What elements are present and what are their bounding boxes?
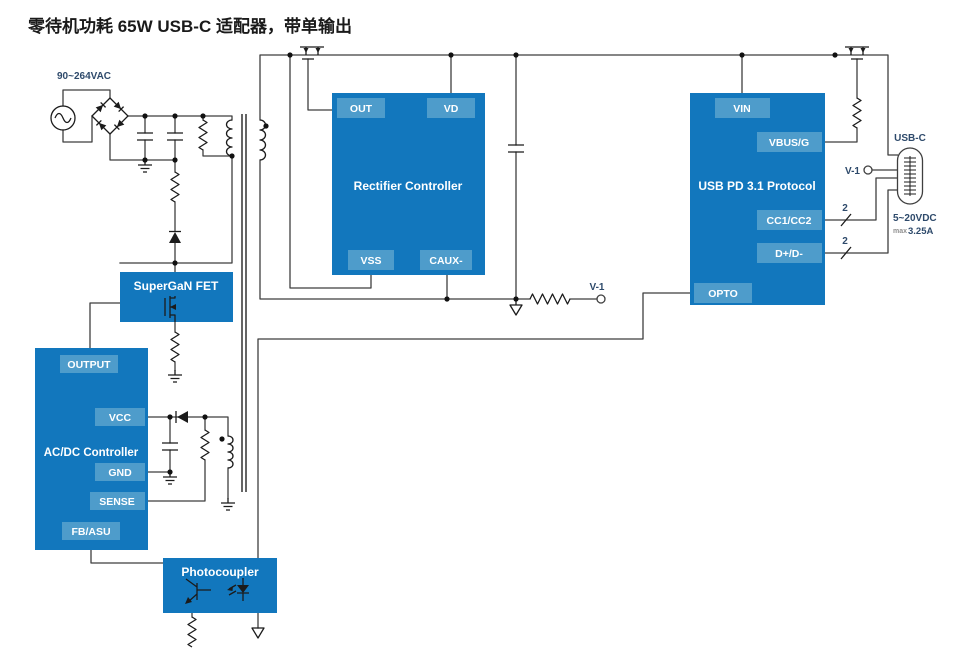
input-filter-cap-icon xyxy=(137,132,153,141)
page-title: 零待机功耗 65W USB-C 适配器，带单输出 xyxy=(27,16,352,36)
photocoupler-block: Photocoupler xyxy=(163,558,277,613)
max-current-label: 3.25A xyxy=(908,226,933,237)
cc-bus-slash-icon xyxy=(840,213,852,227)
bridge-rectifier-icon xyxy=(91,97,129,135)
sense-resistor-icon xyxy=(200,429,210,461)
v1-right-terminal xyxy=(863,165,873,175)
ac-source-icon xyxy=(50,105,76,131)
d-bus-slash-icon xyxy=(840,246,852,260)
supergan-fet-block: SuperGaN FET xyxy=(120,272,233,322)
snubber-resistor-icon xyxy=(198,119,208,151)
acdc-controller-block: OUTPUT VCC GND SENSE FB/ASU AC/DC Contro… xyxy=(35,348,148,550)
startup-diode-icon xyxy=(169,230,181,243)
pin-output: OUTPUT xyxy=(67,359,111,371)
cc-count-label: 2 xyxy=(842,203,848,214)
output-cap-icon xyxy=(508,144,524,153)
startup-resistor-icon xyxy=(170,171,180,203)
pin-vcc: VCC xyxy=(109,412,132,424)
vcc-diode-icon xyxy=(175,411,188,423)
load-fet-icon xyxy=(845,46,869,60)
pin-sense: SENSE xyxy=(99,496,135,508)
led-icon xyxy=(227,578,249,601)
transformer-icon xyxy=(219,114,269,492)
pin-vss: VSS xyxy=(360,255,381,267)
rectifier-controller-title: Rectifier Controller xyxy=(354,179,463,193)
pin-vin: VIN xyxy=(733,103,751,115)
usb-pd-title: USB PD 3.1 Protocol xyxy=(698,179,815,193)
wires xyxy=(62,54,899,629)
source-resistor-icon xyxy=(168,331,182,383)
pin-vd: VD xyxy=(444,103,459,115)
aux-ground-icon xyxy=(221,498,235,511)
pin-opto: OPTO xyxy=(708,288,738,300)
d-count-label: 2 xyxy=(842,236,848,247)
pin-gnd: GND xyxy=(108,467,132,479)
v1-right-label: V-1 xyxy=(845,166,860,177)
pin-data: D+/D- xyxy=(775,248,803,260)
pin-fb: FB/ASU xyxy=(71,526,110,538)
fb-resistor-icon xyxy=(187,616,197,648)
usb-c-label: USB-C xyxy=(894,133,926,144)
supergan-title: SuperGaN FET xyxy=(134,279,219,293)
v1-mid-label: V-1 xyxy=(589,282,604,293)
vbus-resistor-icon xyxy=(852,97,862,129)
v1-resistor-icon xyxy=(529,293,571,305)
clamp-cap-icon xyxy=(167,132,183,141)
acdc-title: AC/DC Controller xyxy=(44,447,139,459)
photocoupler-title: Photocoupler xyxy=(181,565,259,579)
rectifier-controller-block: OUT VD VSS CAUX- Rectifier Controller xyxy=(332,93,485,275)
photocoupler-ground-arrow-icon xyxy=(251,627,265,639)
usb-c-connector-icon xyxy=(896,147,924,205)
max-prefix-label: max xyxy=(893,228,907,235)
input-voltage-label: 90~264VAC xyxy=(57,71,111,82)
pin-cc: CC1/CC2 xyxy=(767,215,812,227)
v1-terminal xyxy=(596,294,606,304)
gan-mosfet-icon xyxy=(164,296,176,322)
sync-fet-icon xyxy=(300,46,324,60)
phototransistor-icon xyxy=(185,578,211,604)
pin-caux: CAUX- xyxy=(429,255,463,267)
pin-out: OUT xyxy=(350,103,373,115)
usb-pd-block: VIN VBUS/G CC1/CC2 D+/D- OPTO USB PD 3.1… xyxy=(690,93,825,305)
vout-label: 5~20VDC xyxy=(893,213,937,224)
junction-dots xyxy=(142,52,838,475)
pin-vbus: VBUS/G xyxy=(769,137,809,149)
